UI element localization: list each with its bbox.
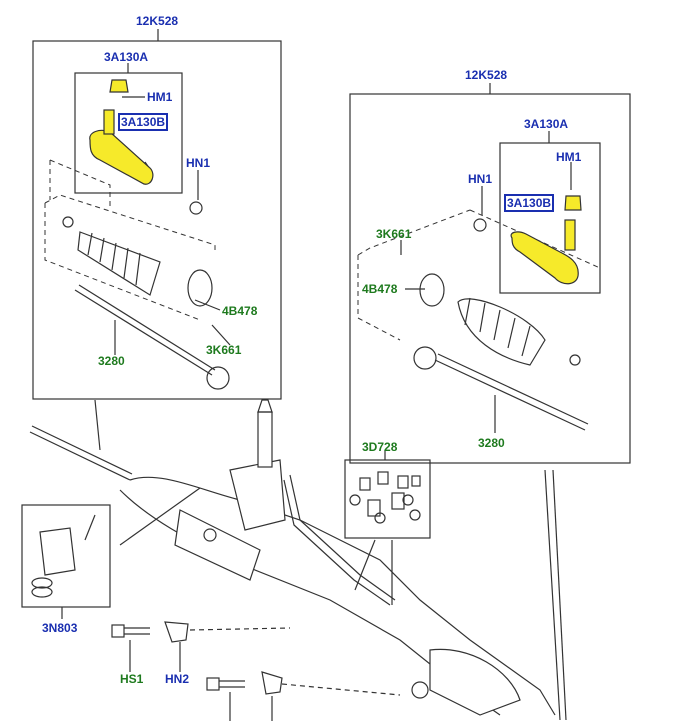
right-tierod-end-part	[510, 195, 582, 285]
label-3A130A-right[interactable]: 3A130A	[524, 117, 569, 131]
label-3A130B-left[interactable]: 3A130B	[118, 113, 169, 131]
label-12K528-right[interactable]: 12K528	[465, 68, 508, 82]
label-3A130A-left[interactable]: 3A130A	[104, 50, 149, 64]
label-3280-left[interactable]: 3280	[98, 354, 125, 368]
label-3K661-left[interactable]: 3K661	[206, 343, 242, 357]
left-bellow-boot	[62, 216, 213, 307]
seal-kit-box	[344, 459, 431, 539]
steering-rack-body	[29, 399, 556, 716]
label-3280-right[interactable]: 3280	[478, 436, 505, 450]
label-3A130B-right[interactable]: 3A130B	[504, 194, 555, 212]
valve-parts	[31, 514, 96, 598]
right-assembly-frame	[349, 93, 631, 464]
right-bellow-boot	[419, 273, 581, 366]
label-3K661-right[interactable]: 3K661	[376, 227, 412, 241]
label-HS1[interactable]: HS1	[120, 672, 144, 686]
label-HN2[interactable]: HN2	[165, 672, 190, 686]
label-3N803[interactable]: 3N803	[42, 621, 78, 635]
left-inner-rod	[74, 201, 230, 390]
label-4B478-left[interactable]: 4B478	[222, 304, 258, 318]
left-tierod-end-part	[89, 79, 154, 185]
label-HM1-left[interactable]: HM1	[147, 90, 173, 104]
right-tierod-end-box	[499, 142, 601, 294]
label-12K528-left[interactable]: 12K528	[136, 14, 179, 28]
valve-box	[21, 504, 111, 608]
label-HN1-right[interactable]: HN1	[468, 172, 493, 186]
label-4B478-right[interactable]: 4B478	[362, 282, 398, 296]
label-3D728[interactable]: 3D728	[362, 440, 398, 454]
right-inner-rod	[413, 218, 589, 431]
label-HM1-right[interactable]: HM1	[556, 150, 582, 164]
seal-kit-parts	[349, 471, 421, 524]
left-assembly-frame	[32, 40, 282, 400]
bottom-fasteners	[111, 621, 401, 721]
label-HN1-left[interactable]: HN1	[186, 156, 211, 170]
